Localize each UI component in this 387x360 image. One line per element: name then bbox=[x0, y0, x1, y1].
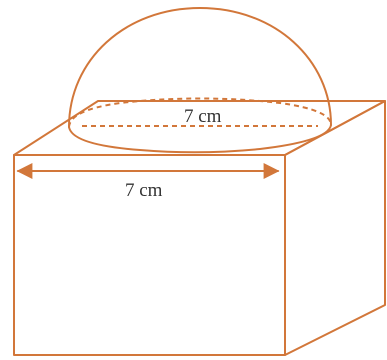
cube-edge-label: 7 cm bbox=[125, 180, 163, 201]
hemisphere-diameter-label: 7 cm bbox=[184, 106, 222, 127]
hemisphere-base-hidden-edge bbox=[68, 97, 332, 128]
cube-right-face bbox=[284, 100, 386, 356]
hemisphere-dome bbox=[68, 7, 332, 128]
hemisphere-base-visible-edge bbox=[68, 124, 332, 154]
